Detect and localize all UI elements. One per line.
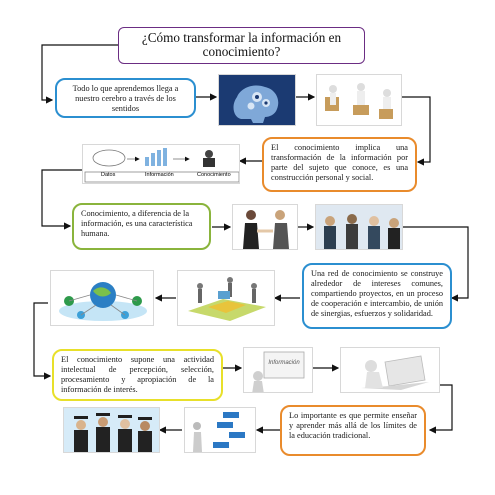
dik-label-conocimiento: Conocimiento	[197, 172, 231, 178]
dik-label-datos: Datos	[101, 172, 116, 178]
sign-text: Información	[268, 360, 300, 366]
puzzle-people-image	[177, 270, 275, 326]
box-beyond-traditional-text: Lo importante es que permite enseñar y a…	[289, 411, 417, 441]
people-boxes-image	[316, 74, 402, 126]
global-network-image	[50, 270, 154, 326]
diagram-title: ¿Cómo transformar la información en cono…	[118, 27, 365, 64]
graduates-image	[63, 407, 160, 453]
box-beyond-traditional: Lo importante es que permite enseñar y a…	[280, 405, 426, 456]
team-meeting-image	[315, 204, 403, 250]
box-knowledge-network: Una red de conocimiento se construye alr…	[302, 263, 452, 329]
box-transformation: El conocimiento implica una transformaci…	[262, 137, 417, 192]
data-information-knowledge-diagram: Datos Información Conocimiento	[82, 144, 240, 184]
box-senses: Todo lo que aprendemos llega a nuestro c…	[55, 78, 196, 118]
box-human-characteristic-text: Conocimiento, a diferencia de la informa…	[81, 209, 193, 239]
handshake-image	[232, 204, 298, 250]
dik-label-informacion: Información	[145, 172, 174, 178]
box-intellectual-activity: El conocimiento supone una actividad int…	[52, 349, 223, 401]
laptop-figure-image	[340, 347, 440, 393]
box-knowledge-network-text: Una red de conocimiento se construye alr…	[311, 269, 443, 319]
box-human-characteristic: Conocimiento, a diferencia de la informa…	[72, 203, 211, 250]
box-intellectual-activity-text: El conocimiento supone una actividad int…	[61, 355, 214, 395]
box-transformation-text: El conocimiento implica una transformaci…	[271, 143, 408, 183]
stairway-image	[184, 407, 256, 453]
information-sign-image: Información	[243, 347, 313, 393]
brain-gears-image	[218, 74, 296, 126]
box-senses-text: Todo lo que aprendemos llega a nuestro c…	[72, 84, 179, 114]
